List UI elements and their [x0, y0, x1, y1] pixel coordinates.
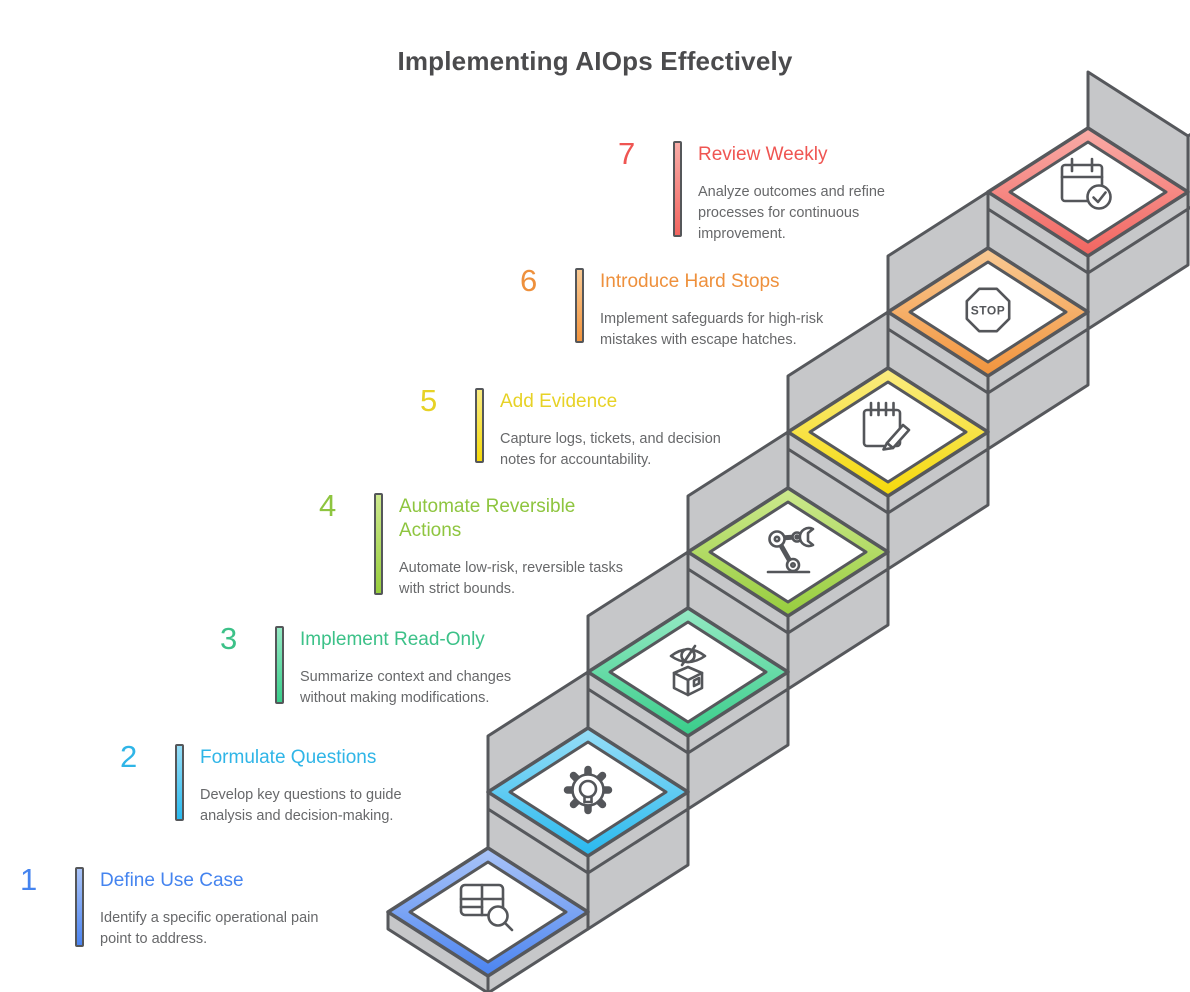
step-2-number: 2	[120, 739, 138, 774]
stop-sign-icon: STOP	[965, 287, 1011, 333]
step-1-title: Define Use Case	[100, 870, 244, 891]
step-3-platform	[586, 606, 790, 738]
step-3-description: Summarize context and changes without ma…	[300, 669, 512, 706]
step-1-description: Identify a specific operational pain poi…	[100, 910, 319, 947]
step-6-accent-bar	[575, 268, 584, 343]
step-7-number: 7	[618, 136, 636, 171]
step-5-description: Capture logs, tickets, and decision note…	[500, 431, 721, 468]
step-4-description: Automate low-risk, reversible tasks with…	[399, 560, 624, 597]
step-3-title: Implement Read-Only	[300, 629, 485, 650]
step-4-accent-bar	[374, 493, 383, 595]
step-4-number: 4	[319, 488, 337, 523]
step-5-platform	[786, 366, 990, 498]
step-1-number: 1	[20, 862, 38, 897]
step-5-number: 5	[420, 383, 438, 418]
step-icons: STOP	[459, 157, 1112, 932]
step-2-title: Formulate Questions	[200, 747, 377, 768]
robot-arm-icon	[766, 526, 815, 574]
step-3-accent-bar	[275, 626, 284, 704]
step-5-accent-bar	[475, 388, 484, 463]
notepad-pencil-icon	[862, 401, 911, 451]
step-7-title: Review Weekly	[698, 144, 828, 165]
step-1-accent-bar	[75, 867, 84, 947]
step-6-description: Implement safeguards for high-risk mista…	[600, 311, 824, 348]
step-7-accent-bar	[673, 141, 682, 237]
stop-sign-label: STOP	[971, 304, 1005, 318]
step-7-description: Analyze outcomes and refine processes fo…	[698, 184, 885, 242]
step-2-description: Develop key questions to guide analysis …	[200, 787, 402, 824]
eye-slash-box-icon	[669, 644, 707, 697]
step-6-title: Introduce Hard Stops	[600, 271, 780, 292]
step-3-number: 3	[220, 621, 238, 656]
step-5-title: Add Evidence	[500, 391, 618, 412]
step-6-number: 6	[520, 263, 538, 298]
table-search-icon	[459, 883, 514, 932]
calendar-check-icon	[1060, 157, 1112, 210]
step-4-title: Automate Reversible Actions	[399, 496, 576, 541]
page-title: Implementing AIOps Effectively	[397, 46, 793, 76]
step-2-accent-bar	[175, 744, 184, 821]
gear-lightbulb-icon	[563, 765, 613, 815]
step-4-platform	[686, 486, 890, 618]
